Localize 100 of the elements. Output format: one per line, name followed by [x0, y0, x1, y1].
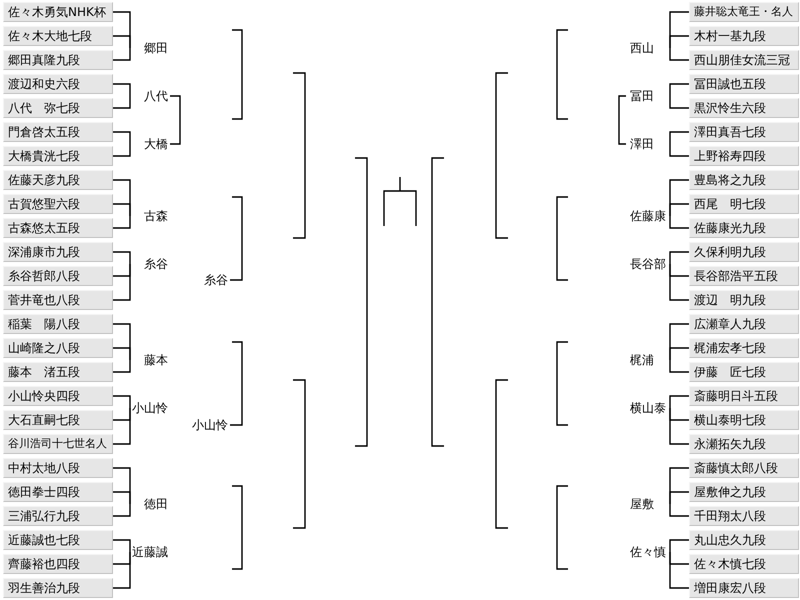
- name-box: 八代 弥七段: [3, 98, 113, 118]
- bracket-line: [669, 11, 689, 48]
- name-box: 広瀬章人九段: [689, 314, 799, 334]
- name-box: 佐々木勇気NHK杯: [3, 2, 113, 22]
- name-box: 小山怜央四段: [3, 386, 113, 406]
- name-box: 古賀悠聖六段: [3, 194, 113, 214]
- name-box: 古森悠太五段: [3, 218, 113, 238]
- name-box: 梶浦宏孝七段: [689, 338, 799, 358]
- winner-label: 藤本: [130, 352, 170, 368]
- name-box: 斎藤明日斗五段: [689, 386, 799, 406]
- bracket-line: [669, 144, 689, 157]
- bracket-line: [170, 95, 181, 145]
- bracket-line: [618, 95, 626, 145]
- name-box: 西山朋佳女流三冠: [689, 50, 799, 70]
- name-box: 糸谷哲郎八段: [3, 266, 113, 286]
- bracket-line: [113, 96, 131, 109]
- name-box: 長谷部浩平五段: [689, 266, 799, 286]
- bracket-line: [113, 408, 131, 445]
- winner-label: 糸谷: [130, 256, 170, 272]
- bracket-line: [669, 96, 689, 109]
- bracket-line: [669, 408, 689, 445]
- bracket-line: [113, 131, 131, 144]
- name-box: 木村一基九段: [689, 26, 799, 46]
- name-box: 永瀬拓矢九段: [689, 434, 799, 454]
- bracket-line: [113, 179, 131, 216]
- winner-label: 郷田: [130, 40, 170, 56]
- name-box: 徳田拳士四段: [3, 482, 113, 502]
- name-box: 郷田真隆九段: [3, 50, 113, 70]
- name-box: 中村太地八段: [3, 458, 113, 478]
- name-box: 大石直嗣七段: [3, 410, 113, 430]
- bracket-line: [669, 360, 689, 373]
- bracket-line: [669, 48, 689, 61]
- winner-label: 西山: [626, 40, 670, 56]
- name-box: 佐藤天彦九段: [3, 170, 113, 190]
- winner-label: 冨田: [626, 88, 670, 104]
- bracket-line: [230, 341, 243, 426]
- bracket-line: [113, 144, 131, 157]
- name-box: 山崎隆之八段: [3, 338, 113, 358]
- winner-label: 近藤誠: [130, 544, 170, 560]
- name-box: 佐々木大地七段: [3, 26, 113, 46]
- name-box: 屋敷伸之九段: [689, 482, 799, 502]
- name-box: 久保利明九段: [689, 242, 799, 262]
- name-box: 三浦弘行九段: [3, 506, 113, 526]
- name-box: 佐藤康光九段: [689, 218, 799, 238]
- name-box: 上野裕寿四段: [689, 146, 799, 166]
- name-box: 菅井竜也八段: [3, 290, 113, 310]
- winner-label: 小山怜: [186, 417, 230, 433]
- bracket-line: [669, 131, 689, 144]
- name-box: 澤田真吾七段: [689, 122, 799, 142]
- name-box: 冨田誠也五段: [689, 74, 799, 94]
- bracket-line: [113, 539, 131, 552]
- name-box: 佐々木慎七段: [689, 554, 799, 574]
- bracket-line: [113, 264, 131, 301]
- name-box: 稲葉 陽八段: [3, 314, 113, 334]
- bracket-line: [669, 323, 689, 360]
- name-box: 斎藤慎太郎八段: [689, 458, 799, 478]
- bracket-line: [669, 467, 689, 504]
- name-box: 近藤誠也七段: [3, 530, 113, 550]
- name-box: 豊島将之九段: [689, 170, 799, 190]
- bracket-line: [669, 552, 689, 589]
- name-box: 丸山忠久九段: [689, 530, 799, 550]
- winner-label: 梶浦: [626, 352, 670, 368]
- name-box: 大橋貴洸七段: [3, 146, 113, 166]
- bracket-line: [113, 48, 131, 61]
- bracket-line: [669, 179, 689, 216]
- winner-label: 小山怜: [130, 400, 170, 416]
- name-box: 齊藤裕也四段: [3, 554, 113, 574]
- name-box: 深浦康市九段: [3, 242, 113, 262]
- name-box: 増田康宏八段: [689, 578, 799, 598]
- bracket-line: [113, 395, 131, 408]
- bracket-line: [230, 196, 243, 281]
- name-box: 千田翔太八段: [689, 506, 799, 526]
- bracket-line: [113, 360, 131, 373]
- name-box: 羽生善治九段: [3, 578, 113, 598]
- winner-label: 長谷部: [626, 256, 670, 272]
- bracket-line: [113, 83, 131, 96]
- bracket-line: [669, 395, 689, 408]
- winner-label: 佐々慎: [626, 544, 670, 560]
- name-box: 横山泰明七段: [689, 410, 799, 430]
- bracket-line: [669, 216, 689, 229]
- winner-label: 大橋: [130, 136, 170, 152]
- winner-label: 古森: [130, 208, 170, 224]
- bracket-line: [113, 552, 131, 589]
- name-box: 伊藤 匠七段: [689, 362, 799, 382]
- bracket-line: [113, 323, 131, 360]
- name-box: 谷川浩司十七世名人: [3, 434, 113, 454]
- winner-label: 屋敷: [626, 496, 670, 512]
- name-box: 渡辺和史六段: [3, 74, 113, 94]
- name-box: 西尾 明七段: [689, 194, 799, 214]
- name-box: 黒沢怜生六段: [689, 98, 799, 118]
- name-box: 藤本 渚五段: [3, 362, 113, 382]
- bracket-line: [669, 83, 689, 96]
- bracket-line: [669, 251, 689, 264]
- bracket-line: [113, 504, 131, 517]
- bracket-line: [669, 539, 689, 552]
- name-box: 渡辺 明九段: [689, 290, 799, 310]
- winner-label: 徳田: [130, 496, 170, 512]
- bracket-line: [669, 264, 689, 301]
- winner-label: 佐藤康: [626, 208, 670, 224]
- bracket-line: [113, 11, 131, 48]
